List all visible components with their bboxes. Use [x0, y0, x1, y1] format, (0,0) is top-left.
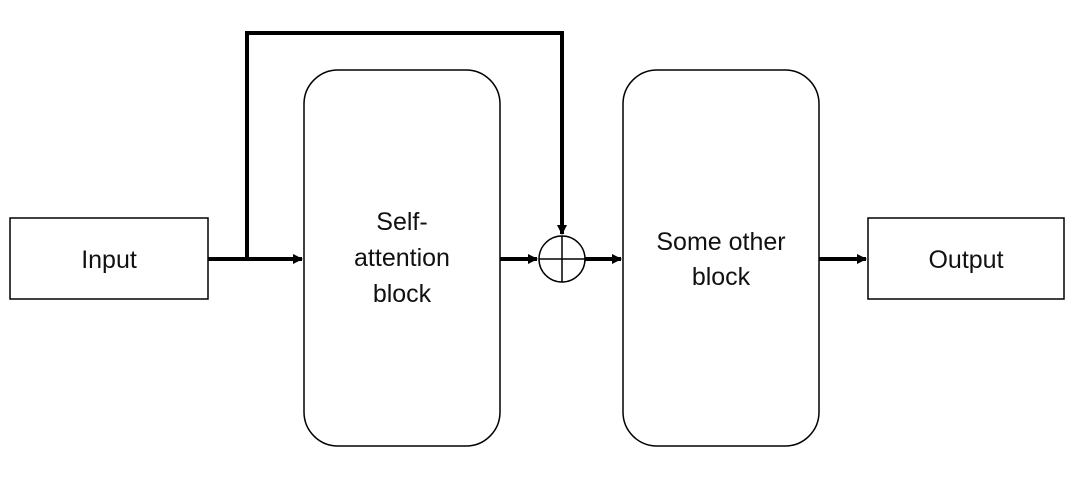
- self-attention-label-line-3: block: [373, 280, 432, 308]
- self-attention-label-line-2: attention: [354, 244, 450, 272]
- other-block-label-line-1: Some other: [656, 228, 785, 256]
- self-attention-label-line-1: Self-: [376, 208, 427, 236]
- input-label: Input: [81, 246, 137, 274]
- other-block-label-line-2: block: [692, 263, 751, 291]
- sum-node: [538, 235, 586, 283]
- residual-skip-connection-arrow: [245, 31, 567, 259]
- self-attention-block: Self- attention block: [303, 69, 501, 447]
- output-label: Output: [928, 246, 1003, 274]
- input-node: Input: [9, 217, 209, 300]
- output-node: Output: [867, 217, 1065, 300]
- other-block: Some other block: [622, 69, 820, 447]
